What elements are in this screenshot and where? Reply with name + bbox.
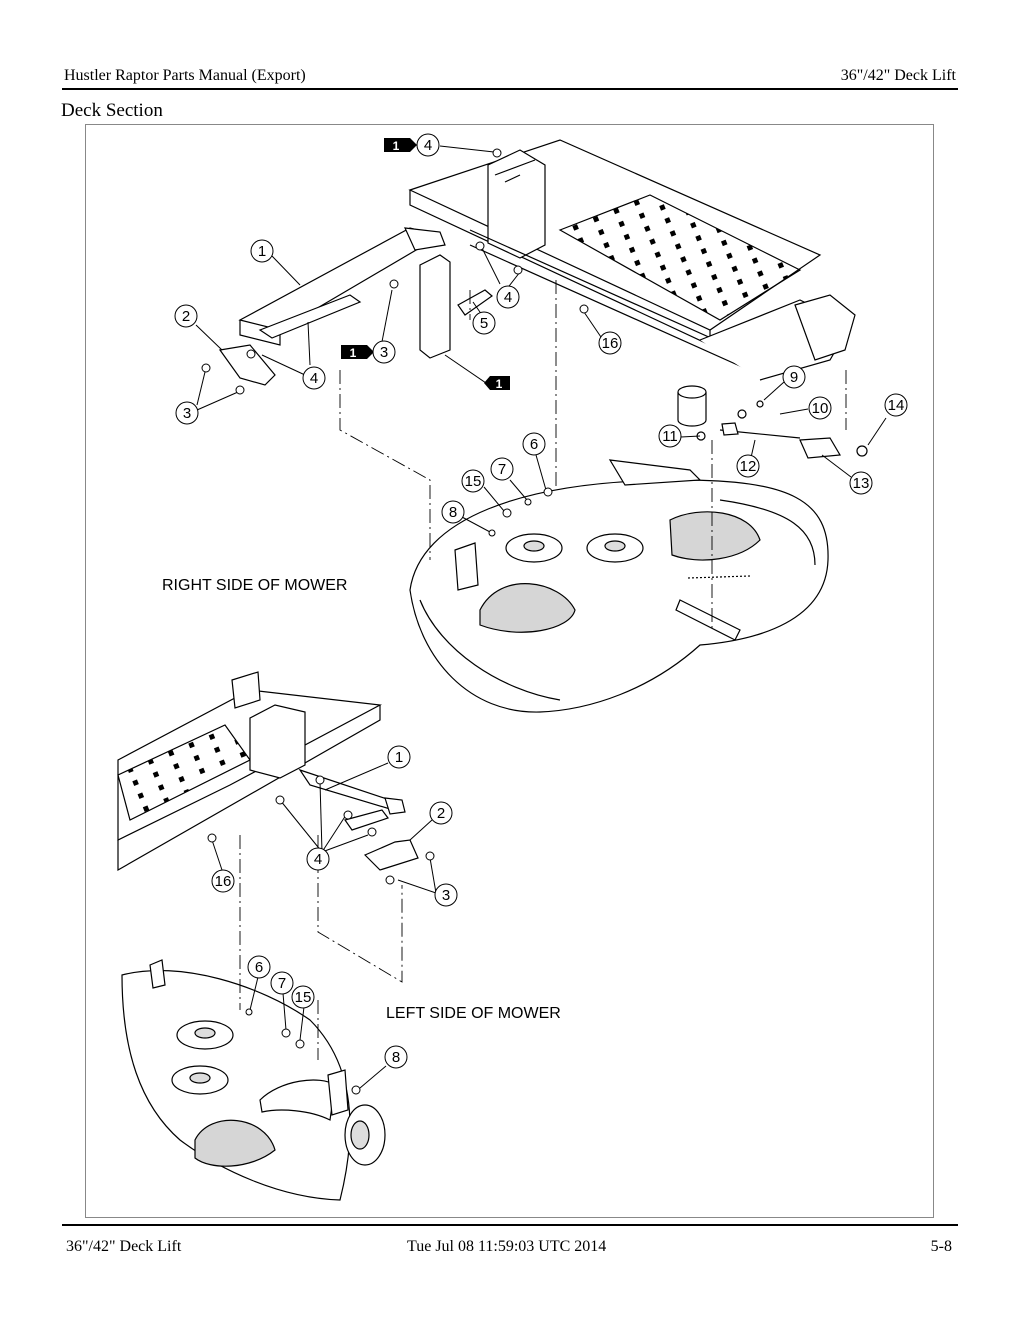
- left-side-leaders: [211, 762, 437, 1089]
- right-side-hardware: [201, 148, 589, 537]
- header-rule: [62, 88, 958, 90]
- callout: 7: [270, 971, 294, 995]
- svg-text:4: 4: [424, 137, 432, 154]
- svg-text:15: 15: [295, 989, 312, 1006]
- svg-text:15: 15: [465, 473, 482, 490]
- callout: 5: [472, 311, 496, 335]
- callout: 16: [598, 331, 622, 355]
- svg-text:12: 12: [740, 458, 757, 475]
- callout: 10: [808, 396, 832, 420]
- section-title: Deck Section: [61, 100, 163, 121]
- svg-text:7: 7: [278, 975, 286, 992]
- callout: 1: [250, 239, 274, 263]
- svg-text:16: 16: [215, 873, 232, 890]
- header-manual-title: Hustler Raptor Parts Manual (Export): [64, 67, 306, 84]
- footer-page-number: 5-8: [930, 1238, 952, 1255]
- svg-text:6: 6: [255, 959, 263, 976]
- kit-badge-top: 1: [384, 138, 417, 153]
- footer-timestamp: Tue Jul 08 11:59:03 UTC 2014: [407, 1238, 607, 1255]
- svg-text:4: 4: [314, 851, 322, 868]
- left-side-hardware: [207, 775, 435, 1095]
- svg-text:2: 2: [437, 805, 445, 822]
- svg-text:11: 11: [662, 428, 678, 445]
- right-side-alignment-lines: [339, 280, 847, 630]
- callout: 15: [291, 985, 315, 1009]
- callout: 8: [384, 1045, 408, 1069]
- svg-text:3: 3: [183, 405, 191, 422]
- callout: 11: [658, 424, 682, 448]
- svg-text:2: 2: [182, 308, 190, 325]
- svg-text:3: 3: [442, 887, 450, 904]
- callout: 13: [849, 471, 873, 495]
- svg-text:5: 5: [480, 315, 488, 332]
- kit-badge-bolt: 1: [341, 345, 374, 360]
- svg-text:3: 3: [380, 344, 388, 361]
- callout: 12: [736, 454, 760, 478]
- svg-text:7: 7: [498, 461, 506, 478]
- svg-text:13: 13: [853, 475, 870, 492]
- svg-text:6: 6: [530, 436, 538, 453]
- right-side-assembly: [218, 139, 868, 713]
- callout: 3: [434, 883, 458, 907]
- footer-section-name: 36"/42" Deck Lift: [66, 1238, 182, 1255]
- svg-text:8: 8: [392, 1049, 400, 1066]
- svg-text:1: 1: [496, 377, 503, 391]
- callout: 15: [461, 469, 485, 493]
- callout: 2: [174, 304, 198, 328]
- left-side-assembly: [117, 671, 419, 1201]
- svg-text:9: 9: [790, 369, 798, 386]
- callout: 1: [387, 745, 411, 769]
- callouts: 4 1 2 3 3 4 4 5 16 9 10 11 12 13 14 6 7 …: [174, 133, 908, 1069]
- callout: 16: [211, 869, 235, 893]
- callout: 6: [247, 955, 271, 979]
- svg-text:1: 1: [258, 243, 266, 260]
- svg-text:1: 1: [393, 139, 400, 153]
- callout: 4: [306, 847, 330, 871]
- right-side-label: RIGHT SIDE OF MOWER: [162, 577, 347, 594]
- right-side-leaders: [195, 145, 887, 533]
- left-side-label: LEFT SIDE OF MOWER: [386, 1005, 561, 1022]
- callout: 4: [496, 285, 520, 309]
- callout: 6: [522, 432, 546, 456]
- footer-rule: [62, 1224, 958, 1226]
- left-side-alignment-lines: [239, 835, 403, 1060]
- callout: 4: [416, 133, 440, 157]
- callout: 9: [782, 365, 806, 389]
- callout: 3: [372, 340, 396, 364]
- kit-badge-bracket: 1: [484, 376, 510, 391]
- svg-text:1: 1: [350, 346, 357, 360]
- callout: 7: [490, 457, 514, 481]
- svg-text:4: 4: [310, 370, 318, 387]
- svg-text:16: 16: [602, 335, 619, 352]
- callout: 8: [441, 500, 465, 524]
- callout: 3: [175, 401, 199, 425]
- svg-text:14: 14: [888, 397, 905, 414]
- diagram-frame: [85, 124, 934, 1218]
- callout: 4: [302, 366, 326, 390]
- svg-text:4: 4: [504, 289, 512, 306]
- callout: 14: [884, 393, 908, 417]
- svg-text:10: 10: [812, 400, 829, 417]
- svg-text:1: 1: [395, 749, 403, 766]
- callout: 2: [429, 801, 453, 825]
- header-section-name: 36"/42" Deck Lift: [840, 67, 956, 84]
- svg-text:8: 8: [449, 504, 457, 521]
